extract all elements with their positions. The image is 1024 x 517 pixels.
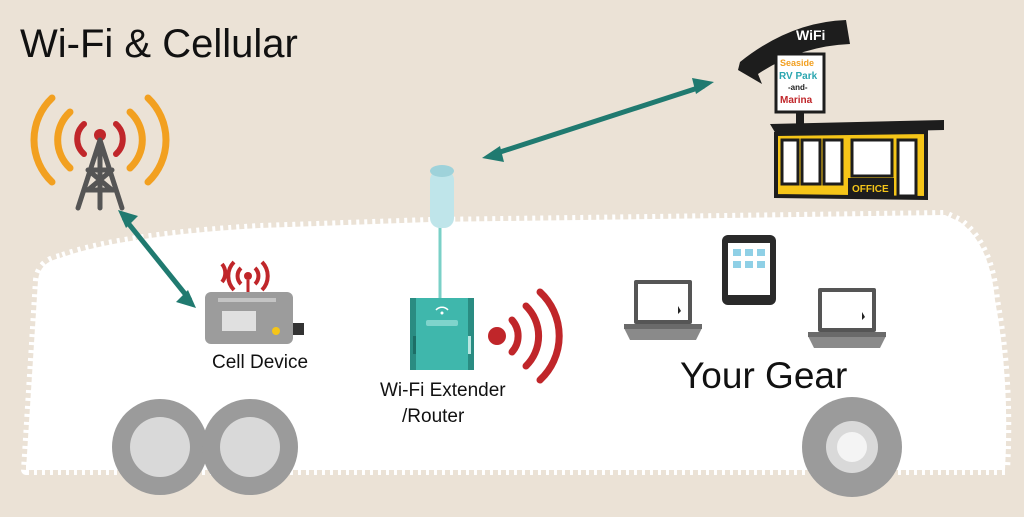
rv-wheel-rear-1 xyxy=(112,399,208,495)
laptop-icon xyxy=(808,288,886,348)
office-building-icon: WiFi Seaside RV Park -and- Marina OFFICE xyxy=(738,20,944,201)
your-gear-label: Your Gear xyxy=(680,355,848,396)
tablet-icon xyxy=(722,235,776,305)
cellular-link-arrow xyxy=(118,210,196,308)
rv-wheel-front xyxy=(802,397,902,497)
extender-label-line-1: Wi-Fi Extender xyxy=(380,380,506,401)
cell-device-icon xyxy=(205,260,304,344)
diagram-title: Wi-Fi & Cellular xyxy=(20,22,298,66)
sign-line-1: Seaside xyxy=(780,58,814,68)
wifi-signal-icon xyxy=(488,288,563,384)
sign-line-2: RV Park xyxy=(779,71,818,82)
sign-line-3: -and- xyxy=(788,83,808,92)
sign-banner-text: WiFi xyxy=(796,27,825,43)
cell-tower-icon xyxy=(30,94,170,211)
extender-label: Wi-Fi Extender /Router xyxy=(380,378,506,430)
wifi-link-arrow xyxy=(482,78,714,162)
sign-line-4: Marina xyxy=(780,95,813,106)
extender-label-line-2: /Router xyxy=(402,406,465,427)
rv-wheel-rear-2 xyxy=(202,399,298,495)
office-sign-text: OFFICE xyxy=(852,184,889,195)
cell-device-label: Cell Device xyxy=(212,352,309,373)
antenna-icon xyxy=(430,165,454,300)
router-icon xyxy=(410,298,474,370)
laptop-icon xyxy=(624,280,702,340)
